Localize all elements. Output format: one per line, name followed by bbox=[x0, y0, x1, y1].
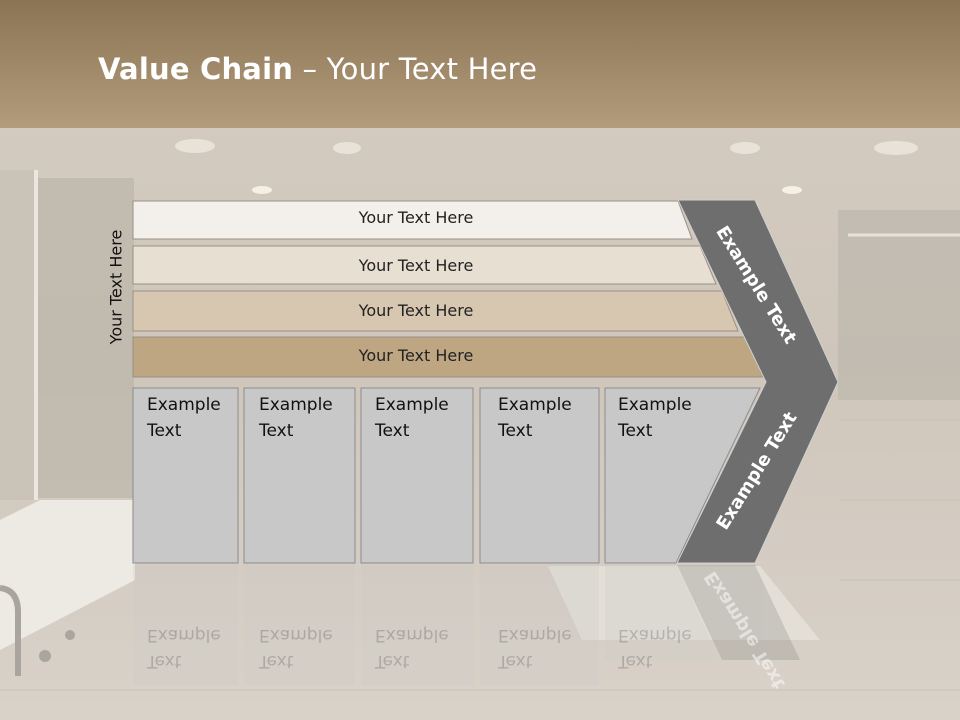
reflection-text-3-line1: Example bbox=[375, 625, 449, 645]
reflection-text-5-line2: Text bbox=[618, 651, 653, 671]
box-shape-2 bbox=[243, 387, 356, 564]
chevron-shape bbox=[676, 199, 839, 564]
row-label-2: Your Text Here bbox=[358, 256, 474, 275]
row-shape-1 bbox=[132, 200, 693, 240]
box-text-1: Example Text bbox=[147, 392, 221, 444]
side-label: Your Text Here bbox=[106, 229, 126, 345]
reflection-text-2-line2: Text bbox=[259, 651, 294, 671]
row-label-3: Your Text Here bbox=[358, 301, 474, 320]
box-text-3-line2: Text bbox=[375, 421, 410, 441]
box-text-3-line1: Example bbox=[375, 395, 449, 415]
box-text-2: Example Text bbox=[259, 392, 333, 444]
box-shape-4 bbox=[479, 387, 600, 564]
row-label-1: Your Text Here bbox=[358, 208, 474, 227]
box-text-2-line1: Example bbox=[259, 395, 333, 415]
box-text-1-line2: Text bbox=[147, 421, 182, 441]
reflection-text-2: Text Example bbox=[259, 622, 333, 674]
title-bold: Value Chain bbox=[98, 52, 294, 86]
box-text-4: Example Text bbox=[498, 392, 572, 444]
box-text-1-line1: Example bbox=[147, 395, 221, 415]
box-shape-5 bbox=[604, 387, 761, 564]
reflection-text-3-line2: Text bbox=[375, 651, 410, 671]
row-label-4: Your Text Here bbox=[358, 346, 474, 365]
reflection-text-3: Text Example bbox=[375, 622, 449, 674]
row-shape-4 bbox=[132, 336, 764, 378]
slide-title: Value Chain – Your Text Here bbox=[98, 52, 537, 86]
reflection-text-4: Text Example bbox=[498, 622, 572, 674]
reflection-text-1-line1: Example bbox=[147, 625, 221, 645]
reflection-text-5: Text Example bbox=[618, 622, 692, 674]
title-rest: – Your Text Here bbox=[293, 52, 538, 86]
reflection-text-1-line2: Text bbox=[147, 651, 182, 671]
reflection-text-5-line1: Example bbox=[618, 625, 692, 645]
reflection-text-4-line2: Text bbox=[498, 651, 533, 671]
box-text-5-line1: Example bbox=[618, 395, 692, 415]
row-shape-2 bbox=[132, 245, 717, 285]
box-text-5-line2: Text bbox=[618, 421, 653, 441]
box-text-4-line2: Text bbox=[498, 421, 533, 441]
box-text-2-line2: Text bbox=[259, 421, 294, 441]
reflection-text-2-line1: Example bbox=[259, 625, 333, 645]
reflection-text-1: Text Example bbox=[147, 622, 221, 674]
box-shape-1 bbox=[132, 387, 239, 564]
box-text-5: Example Text bbox=[618, 392, 692, 444]
reflection bbox=[133, 565, 800, 685]
reflection-text-4-line1: Example bbox=[498, 625, 572, 645]
box-text-4-line1: Example bbox=[498, 395, 572, 415]
row-shape-3 bbox=[132, 290, 739, 332]
box-text-3: Example Text bbox=[375, 392, 449, 444]
box-shape-3 bbox=[360, 387, 474, 564]
